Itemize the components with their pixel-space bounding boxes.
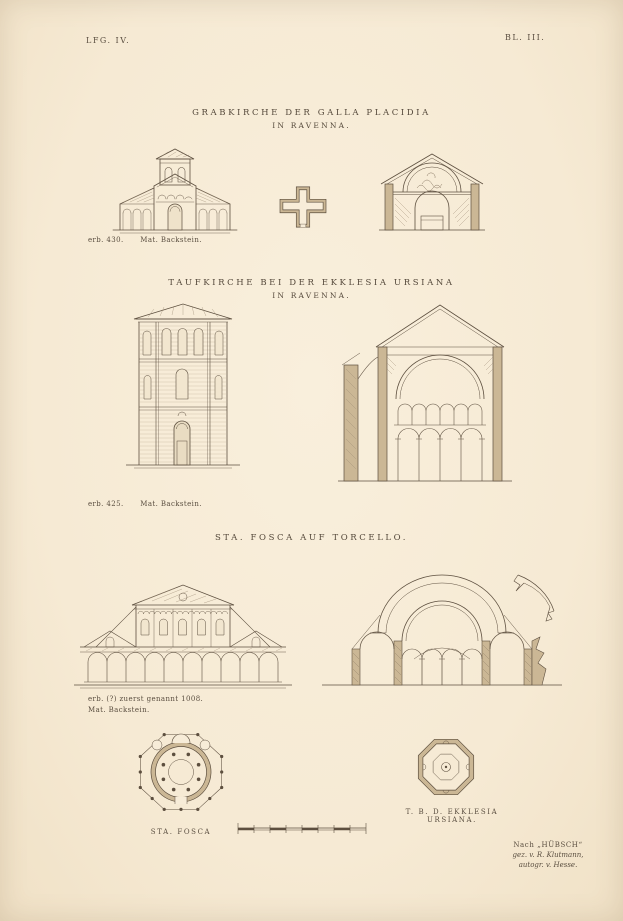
galla-built-label: erb. 430. — [88, 236, 124, 244]
sta-fosca-section-drawing — [318, 541, 566, 691]
galla-placidia-caption: erb. 430. Mat. Backstein. — [88, 236, 216, 244]
taufkirche-elevation-drawing — [122, 299, 244, 471]
taufkirche-subtitle: IN RAVENNA. — [272, 291, 351, 300]
credit-draughtsman: gez. v. R. Klutmann, — [512, 851, 584, 859]
galla-placidia-plan-drawing — [272, 184, 334, 230]
taufkirche-section-drawing — [336, 298, 514, 492]
credit-source: Nach „HÜBSCH“ — [513, 841, 583, 849]
ekklesia-ursiana-plan-drawing — [412, 732, 480, 802]
sta-fosca-caption-line2: Mat. Backstein. — [88, 706, 150, 714]
credit-autographer: autogr. v. Hesse. — [518, 861, 578, 869]
sta-fosca-elevation-drawing — [72, 555, 294, 693]
galla-placidia-subtitle: IN RAVENNA. — [272, 121, 351, 130]
sta-fosca-plan-label: STA. FOSCA — [150, 828, 212, 836]
plate-number-right: BL. III. — [505, 33, 546, 42]
galla-placidia-title: GRABKIRCHE DER GALLA PLACIDIA — [192, 108, 431, 118]
scale-bar-drawing — [232, 817, 372, 839]
taufkirche-material-label: Mat. Backstein. — [140, 500, 202, 508]
sta-fosca-title: STA. FOSCA AUF TORCELLO. — [214, 533, 409, 543]
galla-material-label: Mat. Backstein. — [140, 236, 202, 244]
taufkirche-caption: erb. 425. Mat. Backstein. — [88, 500, 216, 508]
galla-placidia-section-drawing — [377, 146, 487, 236]
ekklesia-ursiana-plan-label: T. B. D. EKKLESIA URSIANA. — [405, 808, 499, 824]
galla-placidia-elevation-drawing — [110, 146, 240, 236]
credits-block: Nach „HÜBSCH“ gez. v. R. Klutmann, autog… — [496, 840, 600, 870]
sta-fosca-caption-line1: erb. (?) zuerst genannt 1008. — [88, 695, 204, 703]
taufkirche-built-label: erb. 425. — [88, 500, 124, 508]
sta-fosca-plan-drawing — [128, 715, 234, 823]
plate-number-left: LFG. IV. — [86, 36, 131, 45]
taufkirche-title: TAUFKIRCHE BEI DER EKKLESIA URSIANA — [168, 278, 455, 288]
